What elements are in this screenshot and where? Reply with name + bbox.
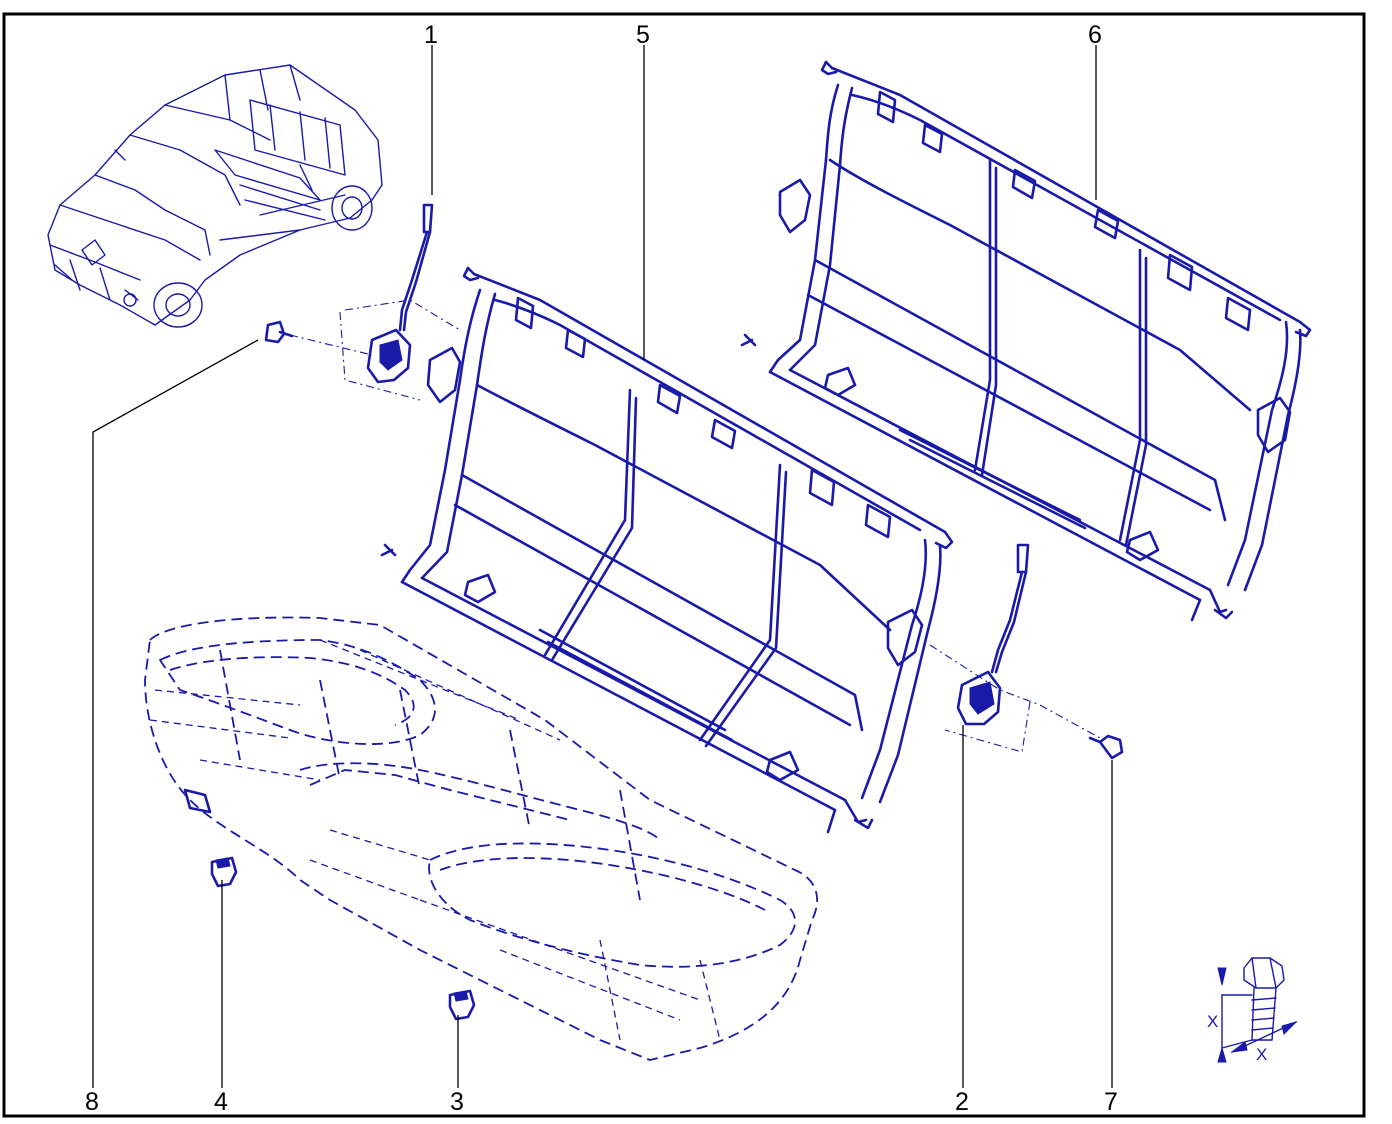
callout-1: 1 xyxy=(424,21,438,49)
callout-3: 3 xyxy=(450,1088,464,1116)
diagram-frame xyxy=(2,12,1366,1118)
clip-center xyxy=(448,989,476,1021)
callout-2: 2 xyxy=(955,1088,969,1116)
bolt-right xyxy=(1088,734,1124,760)
vehicle-locator-illustration xyxy=(47,64,383,328)
callout-7: 7 xyxy=(1104,1088,1118,1116)
callout-5: 5 xyxy=(636,21,650,49)
dim-label-vertical: X xyxy=(1207,1012,1218,1031)
callout-4: 4 xyxy=(214,1088,228,1116)
dim-label-horizontal: X xyxy=(1256,1045,1267,1064)
leader-lines xyxy=(92,45,1113,1088)
seat-cushion xyxy=(144,616,819,1061)
seat-latch-right xyxy=(929,543,1101,753)
seat-back-frame-left xyxy=(380,266,954,834)
leader-8 xyxy=(92,339,259,1088)
clip-left xyxy=(210,856,238,888)
callout-8: 8 xyxy=(85,1088,99,1116)
bolt-left xyxy=(264,320,294,344)
callout-labels: 1 5 6 8 4 3 2 7 xyxy=(85,21,1118,1116)
seat-back-frame-right xyxy=(740,60,1312,622)
callout-6: 6 xyxy=(1088,21,1102,49)
seat-latch-left xyxy=(289,203,461,401)
bolt-dimension-symbol: X X xyxy=(1207,957,1298,1064)
